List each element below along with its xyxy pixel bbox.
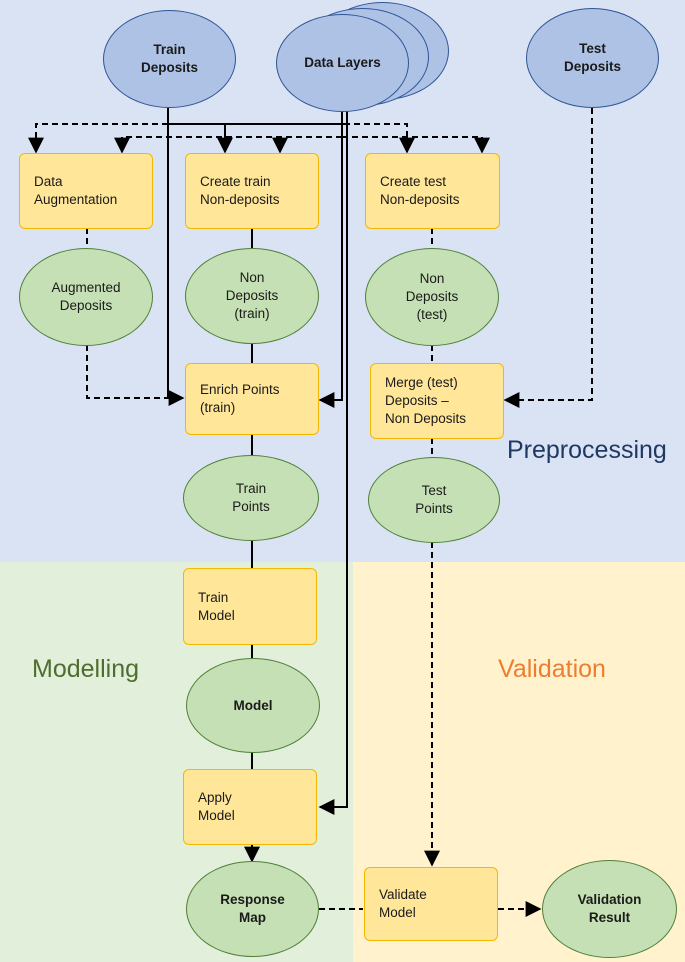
create-test-nondeposits-box: Create test Non-deposits xyxy=(365,153,500,229)
data-augmentation-box: Data Augmentation xyxy=(19,153,153,229)
validation-result-ellipse: Validation Result xyxy=(542,860,677,958)
enrich-points-box: Enrich Points (train) xyxy=(185,363,319,435)
merge-test-box: Merge (test) Deposits – Non Deposits xyxy=(370,363,504,439)
test-points-ellipse: Test Points xyxy=(368,457,500,543)
train-deposits-ellipse: Train Deposits xyxy=(103,10,236,108)
edge-train-deposits-to-enrich xyxy=(167,108,185,406)
preprocessing-label: Preprocessing xyxy=(507,436,667,464)
nondeposits-test-ellipse: Non Deposits (test) xyxy=(365,248,499,346)
validation-label: Validation xyxy=(498,655,606,683)
edge-bus-to-data-augmentation xyxy=(28,123,168,154)
edge-augmented-to-enrich xyxy=(86,345,168,399)
edge-bus-to-create-test xyxy=(344,123,415,154)
create-train-nondeposits-box: Create train Non-deposits xyxy=(185,153,319,229)
edge-bus2-right xyxy=(342,136,490,154)
edge-data-layers-to-apply xyxy=(318,108,348,815)
augmented-deposits-ellipse: Augmented Deposits xyxy=(19,248,153,346)
test-deposits-ellipse: Test Deposits xyxy=(526,8,659,108)
modelling-label: Modelling xyxy=(32,655,140,683)
edge-bus2-left xyxy=(114,136,342,154)
validate-model-box: Validate Model xyxy=(364,867,498,941)
model-ellipse: Model xyxy=(186,658,320,753)
apply-model-box: Apply Model xyxy=(183,769,317,845)
edge-test-deposits-to-merge xyxy=(503,108,593,408)
train-points-ellipse: Train Points xyxy=(183,455,319,541)
nondeposits-train-ellipse: Non Deposits (train) xyxy=(185,248,319,344)
edge-data-layers-to-enrich xyxy=(318,108,343,408)
response-map-ellipse: Response Map xyxy=(186,861,319,957)
train-model-box: Train Model xyxy=(183,568,317,645)
data-layers-ellipse: Data Layers xyxy=(276,14,409,112)
